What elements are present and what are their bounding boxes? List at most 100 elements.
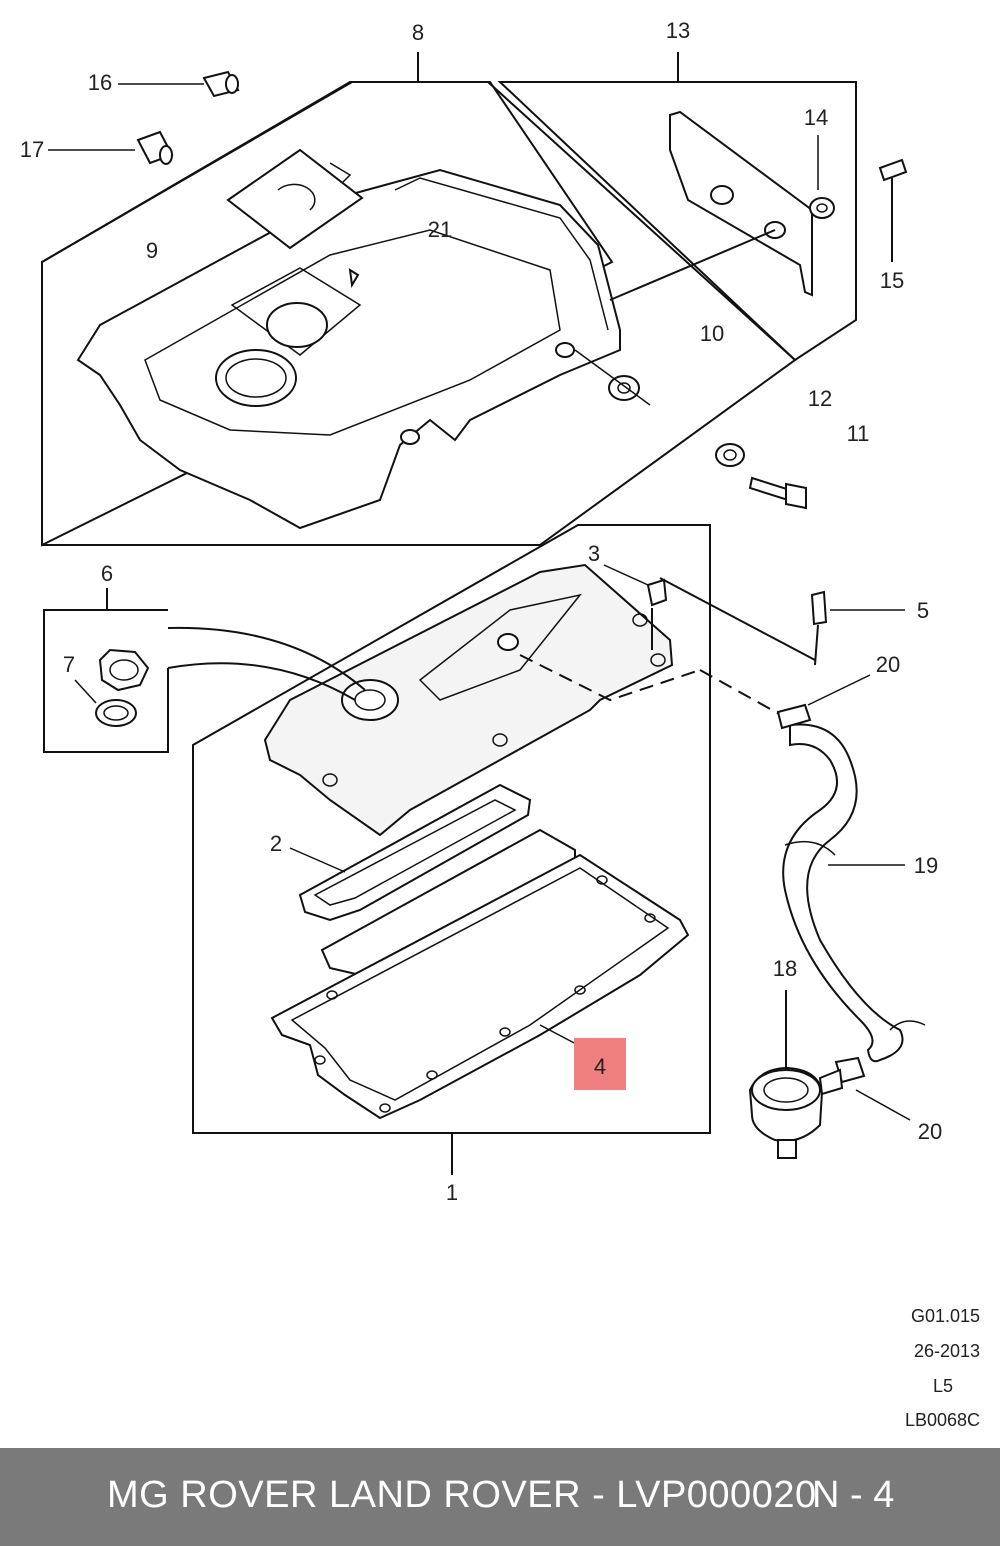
callout-1: 1 [446, 1180, 458, 1205]
callout-13: 13 [666, 18, 690, 43]
gasket-4-hole-8 [326, 990, 338, 1000]
rocker-hole-d [492, 733, 508, 747]
rocker-cover [263, 563, 674, 837]
rocker-hole-a [632, 613, 648, 627]
valve-outlet [777, 1139, 797, 1159]
engine-cover [76, 168, 621, 530]
cover-plate [669, 110, 813, 297]
grommet-10-axis [574, 349, 651, 406]
meta-date: 26-2013 [914, 1341, 980, 1361]
plate-hole-1 [710, 185, 734, 205]
leader-7 [74, 679, 97, 704]
hose-dashed-path [699, 669, 791, 721]
rocker-filler-neck [341, 679, 399, 721]
callout-16: 16 [88, 70, 112, 95]
callout-5: 5 [917, 598, 929, 623]
leader-20-lower [855, 1089, 911, 1121]
highlight-box-4 [574, 1038, 626, 1090]
callout-9: 9 [146, 238, 158, 263]
bolt-11-shank [748, 476, 792, 502]
footer-title: MG ROVER LAND ROVER - LVP000020 [107, 1474, 817, 1516]
callout-4: 4 [594, 1054, 606, 1079]
footer-page-number: N - 4 [812, 1474, 895, 1516]
callout-18: 18 [773, 956, 797, 981]
breather-hose-19 [782, 723, 904, 1063]
breather-spigot [497, 633, 519, 651]
screw-15 [878, 158, 908, 182]
gasket-4-hole-3 [574, 985, 586, 995]
bolt-5 [810, 590, 828, 626]
callout-15: 15 [880, 268, 904, 293]
callout-17: 17 [20, 137, 44, 162]
leader-4 [539, 1024, 579, 1046]
washer-12 [715, 443, 745, 467]
callout-20-upper: 20 [876, 652, 900, 677]
gasket-4-hole-2 [644, 913, 656, 923]
callout-19: 19 [914, 853, 938, 878]
flap-arrow-icon [277, 183, 316, 211]
leader-20-upper [807, 674, 871, 706]
hose-clip-20-upper [776, 703, 812, 730]
bolt-11-head [785, 482, 807, 510]
clip-21 [348, 268, 360, 288]
spacer-17-end [159, 145, 173, 165]
filler-cap-top [109, 659, 139, 681]
grommet-10-bore [617, 382, 631, 394]
washer-12-hole [723, 449, 737, 461]
plate-group-frame [497, 81, 857, 362]
meta-ref: LB0068C [905, 1410, 980, 1430]
callout-3: 3 [588, 541, 600, 566]
rocker-group-frame [192, 524, 711, 1134]
filler-cap-inset-frame [43, 609, 169, 753]
callout-7: 7 [63, 652, 75, 677]
plug-3-pointer [659, 577, 816, 661]
access-flap [226, 148, 364, 250]
callout-10: 10 [700, 321, 724, 346]
gasket-4 [270, 853, 690, 1120]
inset-pointer-lower [167, 662, 356, 701]
callout-8: 8 [412, 20, 424, 45]
gasket-4-hole-1 [596, 875, 608, 885]
callout-20-lower: 20 [918, 1119, 942, 1144]
valve-top-inner [763, 1077, 809, 1103]
rocker-breather-channel [418, 593, 582, 701]
inset-pointer-upper [167, 626, 366, 691]
gasket-2 [298, 783, 532, 922]
gasket-4-hole-7 [314, 1055, 326, 1065]
grommet-14 [809, 197, 835, 219]
gasket-4-inner [290, 867, 670, 1101]
cover-mount-hole-1 [400, 429, 420, 445]
callout-14: 14 [804, 105, 828, 130]
meta-group: G01.015 [911, 1306, 980, 1326]
spacer-16-end [225, 74, 239, 94]
grommet-10 [608, 375, 640, 401]
cover-ridge [394, 177, 609, 331]
bolt-5-axis [814, 624, 819, 666]
filler-cap-6 [98, 648, 150, 692]
gasket-4-hole-4 [499, 1027, 511, 1037]
rocker-hole-c [322, 773, 338, 787]
footer-bar: MG ROVER LAND ROVER - LVP000020 N - 4 [0, 1448, 1000, 1546]
plug-3 [646, 578, 668, 607]
seal-7 [95, 699, 137, 727]
callout-12: 12 [808, 386, 832, 411]
badge-inner [225, 358, 287, 398]
hose-joint-lower [889, 1020, 926, 1031]
breather-dashed-path [519, 654, 701, 702]
cover-filler-hole [266, 302, 328, 348]
seal-7-inner [103, 705, 129, 721]
meta-level: L5 [933, 1376, 953, 1396]
callout-2: 2 [270, 831, 282, 856]
callout-11: 11 [847, 421, 870, 446]
flap-tab [329, 162, 352, 183]
cover-inner-panel [144, 229, 561, 436]
valve-side-port [818, 1068, 844, 1096]
gasket-4-hole-6 [379, 1103, 391, 1113]
rocker-hole-b [650, 653, 666, 667]
callout-21: 21 [428, 217, 452, 242]
leader-3 [603, 564, 649, 586]
cover-mount-hole-2 [555, 342, 575, 358]
callout-6: 6 [101, 561, 113, 586]
gasket-2-inner [313, 799, 517, 906]
leader-2 [289, 847, 346, 873]
